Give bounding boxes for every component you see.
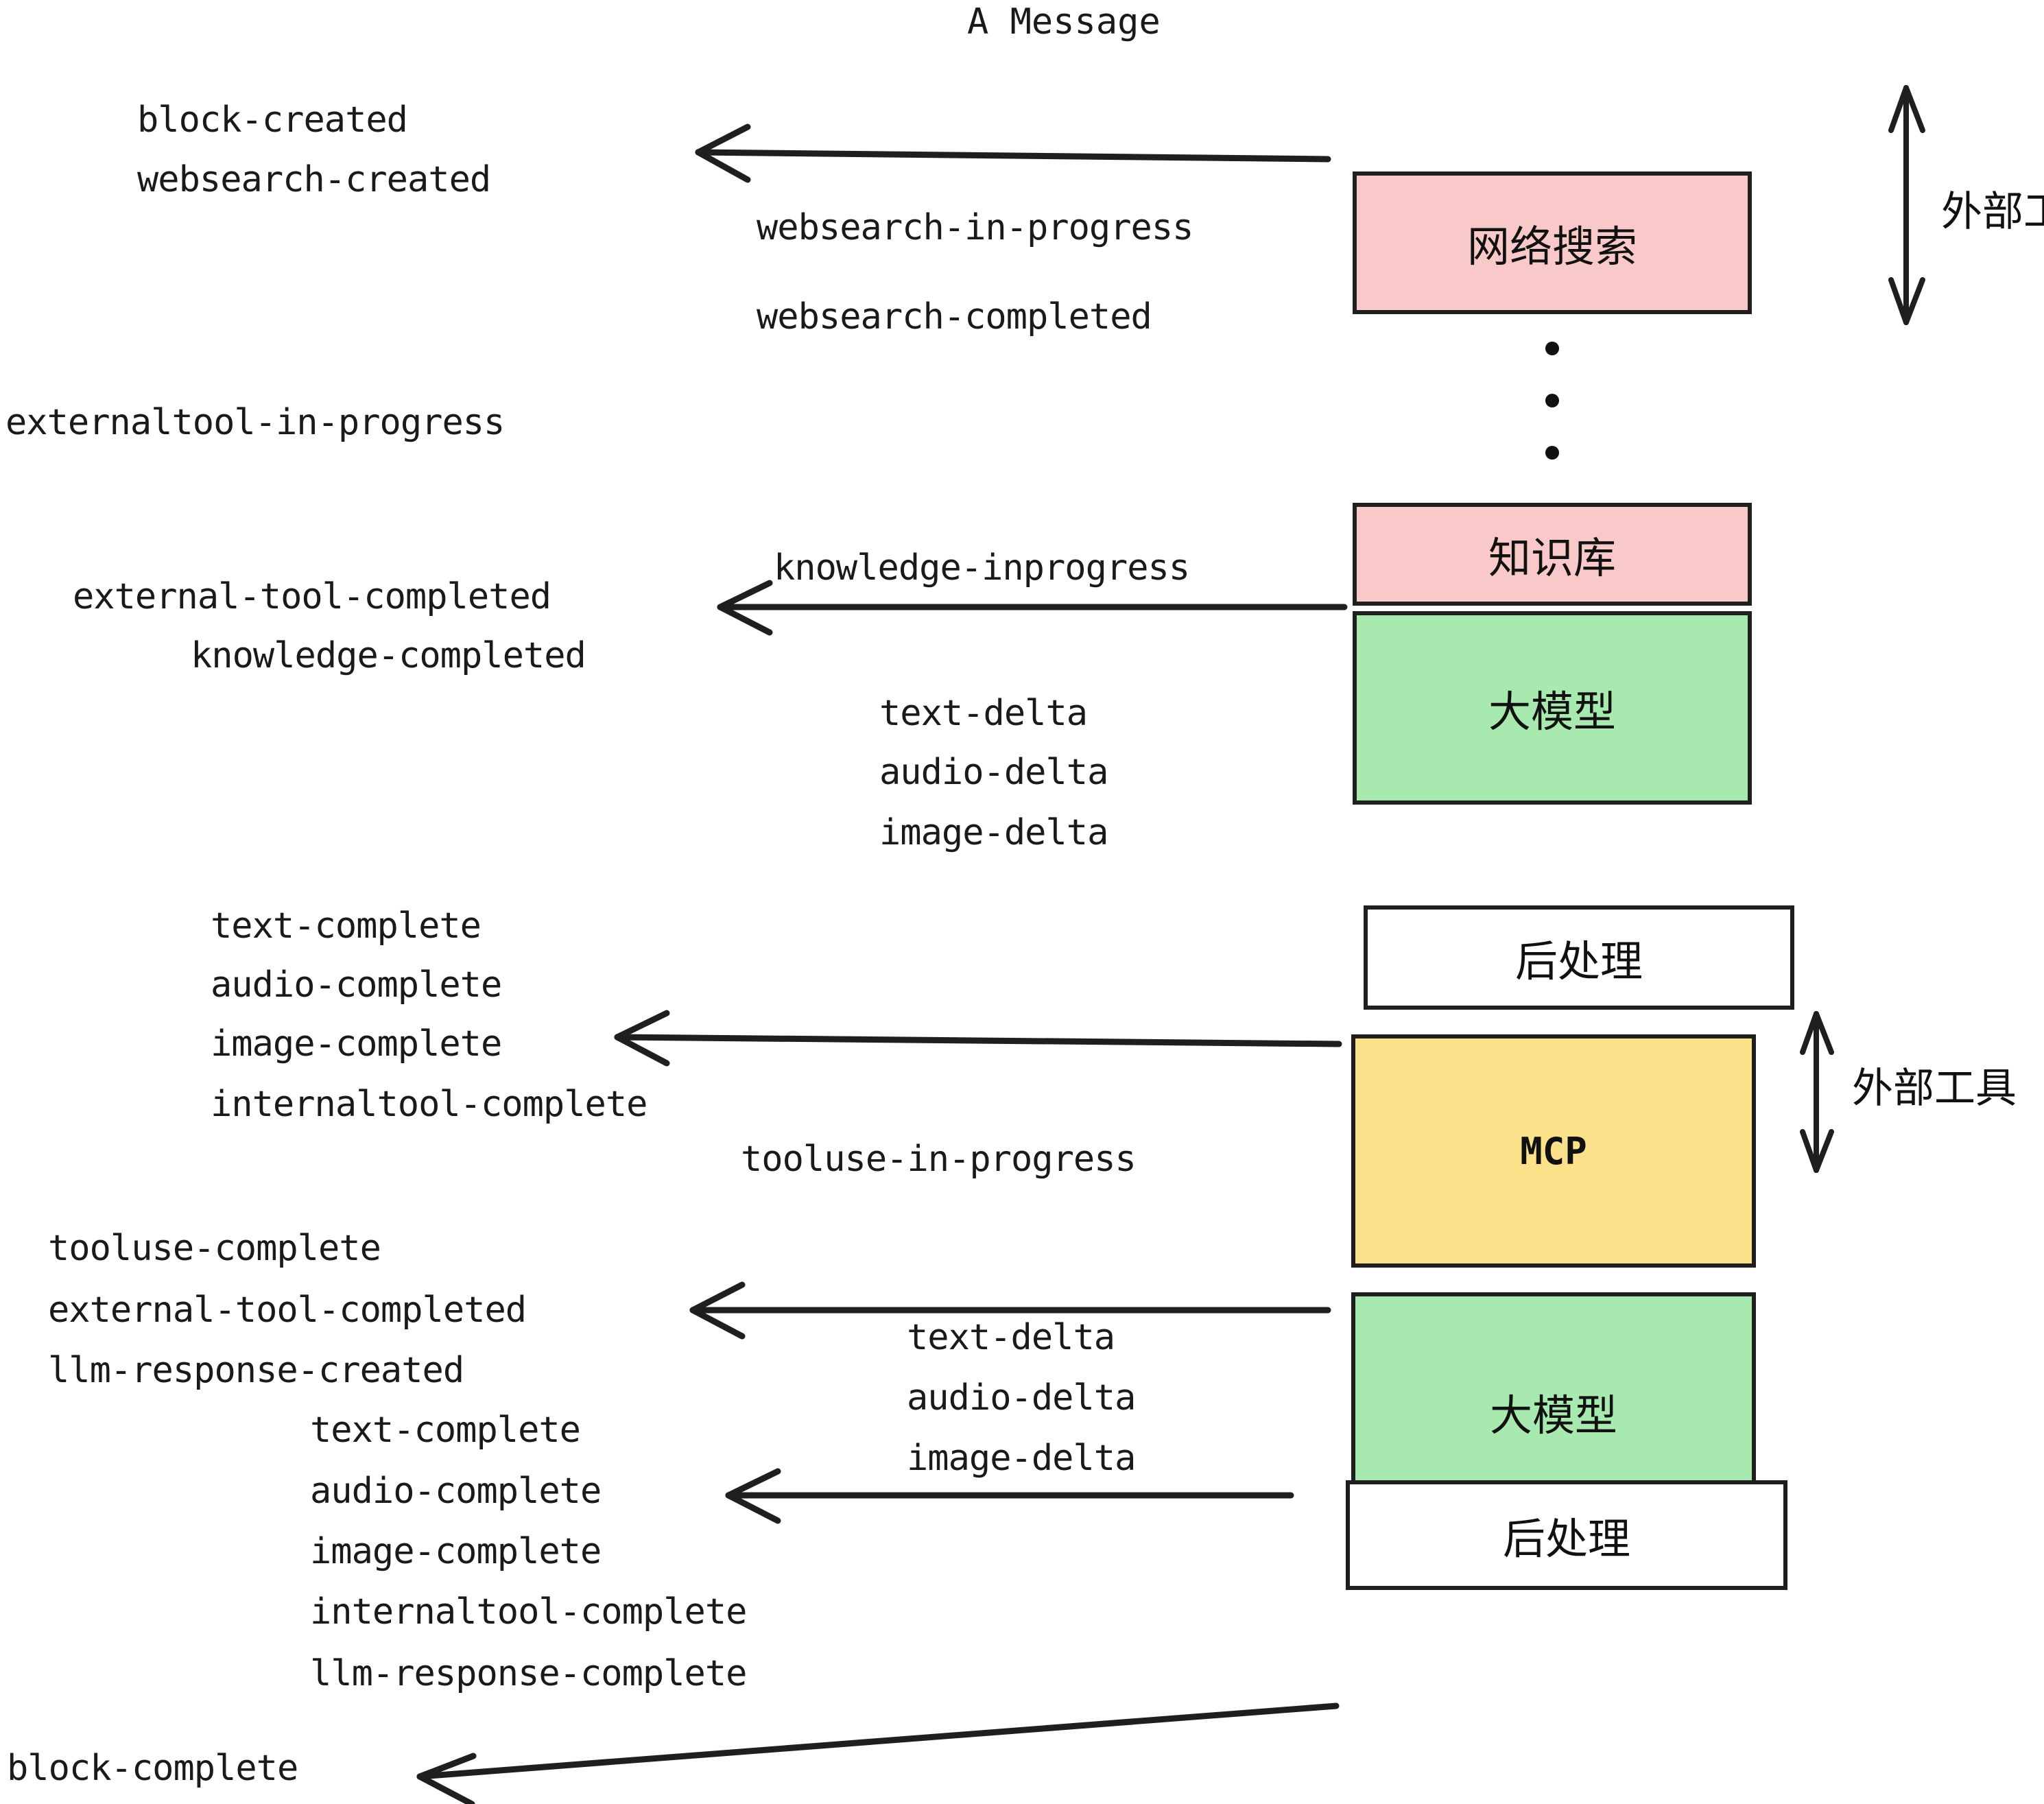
event-audio-delta-2: audio-delta: [907, 1377, 1136, 1419]
event-websearch-created: websearch-created: [137, 159, 491, 200]
box-label: MCP: [1520, 1129, 1587, 1173]
external-tool-bracket-bottom: [1800, 1011, 1834, 1173]
event-text-complete-2: text-complete: [310, 1410, 581, 1451]
arrow-postprocess-to-events: [614, 1010, 1342, 1067]
event-externaltool-in-progress: externaltool-in-progress: [5, 402, 505, 443]
event-internaltool-complete-1: internaltool-complete: [211, 1084, 647, 1125]
dot-icon: [1545, 394, 1559, 407]
dot-icon: [1545, 446, 1559, 460]
ellipsis-dots: [1545, 342, 1560, 460]
event-llm-response-created: llm-response-created: [48, 1350, 464, 1391]
dot-icon: [1545, 342, 1559, 355]
event-text-complete-1: text-complete: [211, 905, 482, 947]
box-label: 大模型: [1489, 1390, 1617, 1440]
box-label: 大模型: [1488, 687, 1616, 737]
arrow-knowledge-to-events: [717, 580, 1348, 636]
box-postprocess-second[interactable]: 后处理: [1346, 1480, 1787, 1590]
box-knowledge-base[interactable]: 知识库: [1353, 503, 1752, 606]
event-knowledge-inprogress: knowledge-inprogress: [774, 547, 1190, 589]
box-label: 后处理: [1514, 936, 1643, 986]
event-audio-complete-1: audio-complete: [211, 964, 502, 1006]
event-image-delta-1: image-delta: [879, 812, 1108, 853]
event-image-complete-2: image-complete: [310, 1531, 602, 1572]
box-llm-first[interactable]: 大模型: [1353, 611, 1752, 805]
event-tooluse-complete: tooluse-complete: [48, 1228, 381, 1269]
box-label: 知识库: [1488, 533, 1616, 583]
event-websearch-in-progress: websearch-in-progress: [757, 207, 1193, 248]
event-audio-delta-1: audio-delta: [879, 752, 1108, 793]
side-label-external-tool-top: 外部工具: [1941, 188, 2044, 236]
event-websearch-completed: websearch-completed: [757, 296, 1152, 337]
event-external-tool-completed-1: external-tool-completed: [73, 576, 551, 617]
box-label: 后处理: [1502, 1514, 1630, 1564]
event-text-delta-2: text-delta: [907, 1317, 1115, 1358]
event-image-complete-1: image-complete: [211, 1023, 502, 1065]
box-websearch[interactable]: 网络搜索: [1353, 171, 1752, 314]
event-image-delta-2: image-delta: [907, 1438, 1136, 1479]
event-audio-complete-2: audio-complete: [310, 1471, 602, 1512]
event-llm-response-complete: llm-response-complete: [310, 1653, 747, 1694]
arrow-final-postprocess-to-block-complete: [416, 1702, 1340, 1804]
diagram-title: A Message: [967, 1, 1161, 43]
event-internaltool-complete-2: internaltool-complete: [310, 1591, 747, 1633]
event-knowledge-completed: knowledge-completed: [191, 635, 586, 676]
box-postprocess-first[interactable]: 后处理: [1364, 905, 1794, 1010]
external-tool-bracket-top: [1888, 85, 1925, 325]
event-block-created: block-created: [137, 99, 408, 141]
box-mcp[interactable]: MCP: [1351, 1034, 1756, 1268]
box-label: 网络搜索: [1466, 222, 1637, 272]
event-text-delta-1: text-delta: [879, 693, 1088, 734]
event-block-complete: block-complete: [7, 1748, 298, 1789]
event-tooluse-in-progress: tooluse-in-progress: [741, 1139, 1137, 1180]
side-label-external-tool-bottom: 外部工具: [1852, 1065, 2017, 1113]
arrow-websearch-to-events: [695, 123, 1331, 183]
event-external-tool-completed-2: external-tool-completed: [48, 1290, 527, 1331]
